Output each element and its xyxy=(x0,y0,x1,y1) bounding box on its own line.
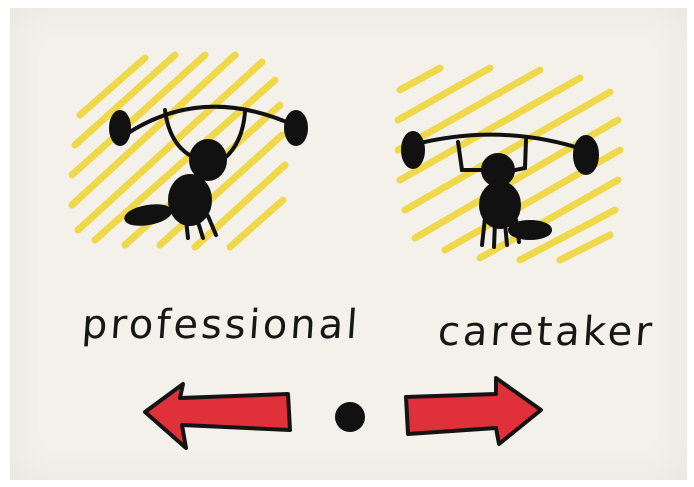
caretaker-label: caretaker xyxy=(437,312,656,352)
dot-icon xyxy=(335,402,365,432)
right-arrow-icon xyxy=(406,378,541,444)
left-arrow-icon xyxy=(145,384,290,448)
professional-label: professional xyxy=(81,305,362,345)
